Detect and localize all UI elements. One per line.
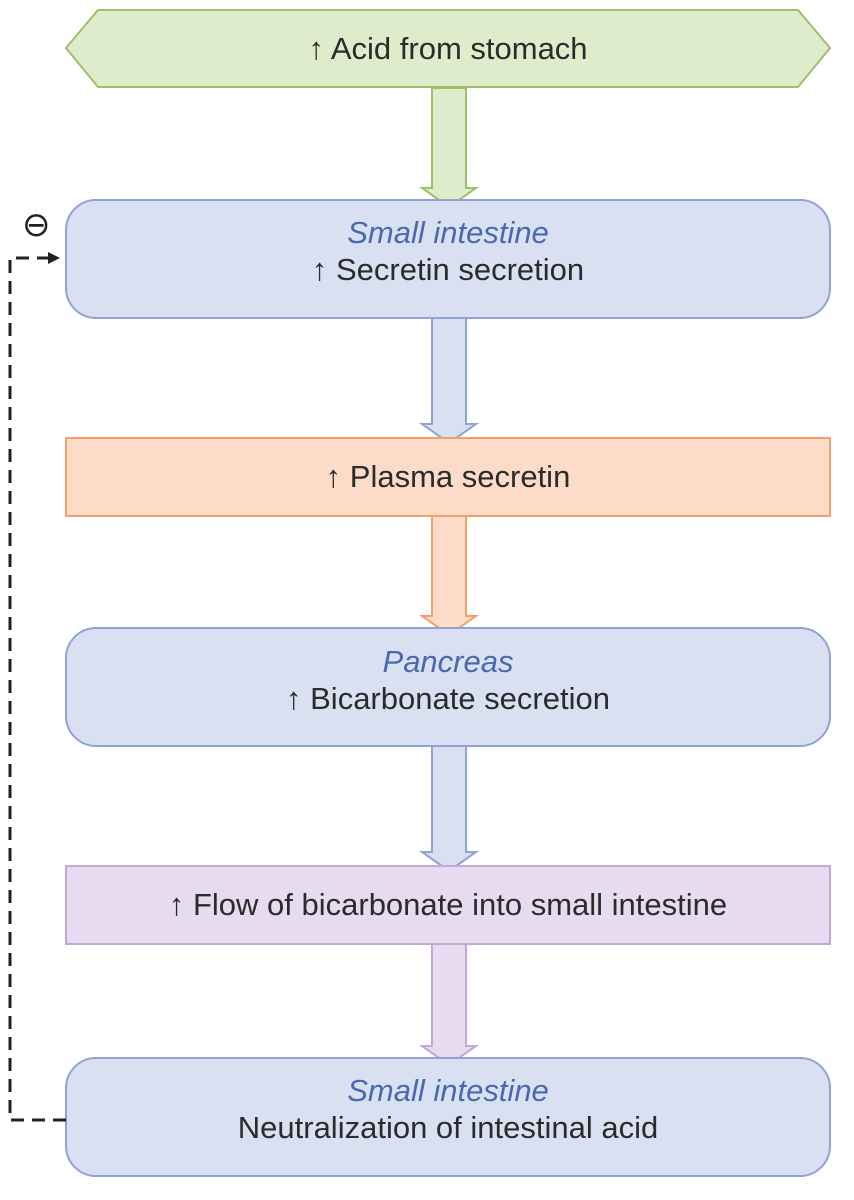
small-intestine-2-label: Small intestine Neutralization of intest… [66, 1072, 830, 1146]
arrow-plasma-to-pancreas [418, 515, 480, 637]
acid-text: ↑ Acid from stomach [308, 30, 588, 66]
box-bicarbonate-flow [65, 865, 831, 945]
box-plasma-secretin [65, 437, 831, 517]
small-intestine-1-label: Small intestine ↑ Secretin secretion [66, 214, 830, 288]
bicarbonate-flow-text: ↑ Flow of bicarbonate into small intesti… [168, 887, 728, 923]
organ-small-intestine-1: Small intestine [347, 215, 549, 250]
box-acid-from-stomach [64, 9, 832, 88]
arrow-pancreas-to-flow [418, 745, 480, 873]
minus-circle-icon: ⊖ [22, 205, 51, 245]
plasma-label: ↑ Plasma secretin [66, 438, 830, 516]
arrow-acid-to-secretin [418, 87, 480, 209]
organ-pancreas: Pancreas [382, 644, 514, 679]
neutralization-text: Neutralization of intestinal acid [237, 1110, 659, 1146]
negative-feedback-line [8, 256, 66, 1122]
pancreas-label: Pancreas ↑ Bicarbonate secretion [66, 643, 830, 717]
plasma-secretin-text: ↑ Plasma secretin [325, 459, 571, 495]
flow-label: ↑ Flow of bicarbonate into small intesti… [66, 866, 830, 944]
feedback-arrowhead [48, 252, 60, 264]
secretin-secretion-text: ↑ Secretin secretion [311, 252, 585, 288]
bicarbonate-secretion-text: ↑ Bicarbonate secretion [286, 681, 610, 717]
box-small-intestine-secretin [65, 199, 831, 319]
organ-small-intestine-2: Small intestine [347, 1073, 549, 1108]
arrow-flow-to-neutralization [418, 943, 480, 1067]
acid-label: ↑ Acid from stomach [66, 10, 830, 87]
box-small-intestine-neutralization [65, 1057, 831, 1177]
box-pancreas-bicarbonate [65, 627, 831, 747]
arrow-secretin-to-plasma [418, 317, 480, 445]
